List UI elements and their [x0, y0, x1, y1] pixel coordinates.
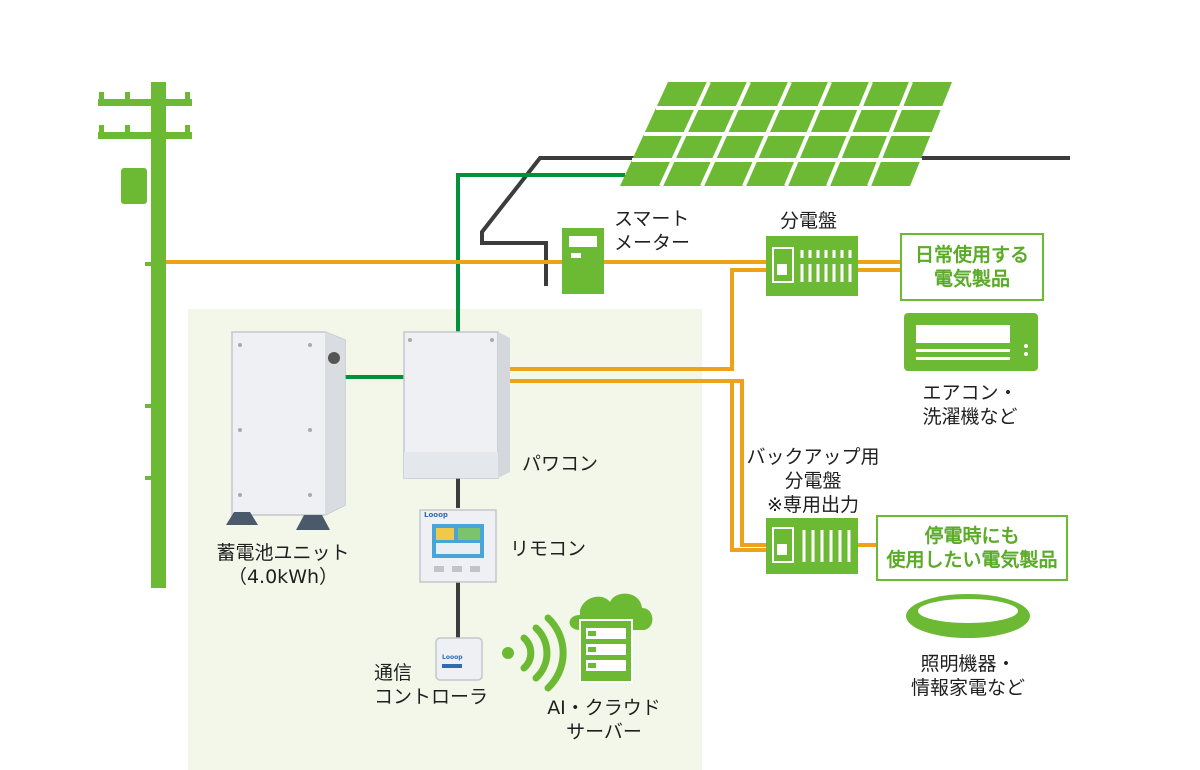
backup-distribution-board-icon: [766, 518, 858, 574]
remote-label: リモコン: [510, 538, 587, 560]
lighting-info-line2: 情報家電など: [910, 677, 1025, 699]
smart-meter-icon: [562, 228, 604, 294]
smart-meter-label: スマート メーター: [614, 207, 690, 255]
controller-brand-logo: Looop: [442, 654, 463, 661]
air-conditioner-icon: [904, 313, 1038, 371]
lighting-info-label: 照明機器・ 情報家電など: [900, 652, 1036, 700]
power-conditioner-label: パワコン: [522, 453, 599, 475]
power-conditioner-icon: [403, 331, 510, 479]
wiring: [166, 156, 1070, 638]
daily-appliances-line2: 電気製品: [933, 268, 1010, 290]
solar-panel-icon: [620, 81, 952, 187]
backup-board-line1: バックアップ用: [746, 446, 880, 468]
wifi-signal-icon: [502, 614, 567, 692]
smart-meter-label-line2: メーター: [614, 232, 691, 254]
outage-appliances-line1: 停電時にも: [924, 525, 1020, 547]
cloud-server-icon: [569, 593, 653, 683]
lighting-info-line1: 照明機器・: [920, 653, 1016, 675]
ac-washer-label: エアコン・ 洗濯機など: [910, 381, 1030, 429]
outage-appliances-box: 停電時にも 使用したい電気製品: [876, 515, 1068, 581]
ac-washer-line2: 洗濯機など: [922, 406, 1018, 428]
backup-board-label: バックアップ用 分電盤 ※専用出力: [746, 445, 880, 517]
remote-controller-icon: [419, 509, 497, 583]
comm-controller-label: 通信 コントローラ: [374, 661, 488, 709]
comm-controller-line1: 通信: [374, 662, 413, 684]
daily-appliances-box: 日常使用する 電気製品: [900, 233, 1044, 301]
communication-controller-icon: [435, 637, 483, 681]
comm-controller-line2: コントローラ: [374, 686, 489, 708]
distribution-board-icon: [766, 236, 858, 296]
outage-appliances-line2: 使用したい電気製品: [886, 549, 1058, 571]
daily-appliances-line1: 日常使用する: [914, 244, 1029, 266]
utility-pole-icon: [98, 82, 192, 588]
battery-unit-line1: 蓄電池ユニット: [216, 542, 350, 564]
remote-brand-logo: Looop: [424, 511, 448, 519]
backup-board-line3: ※専用出力: [767, 494, 859, 516]
battery-unit-label: 蓄電池ユニット （4.0kWh）: [208, 541, 358, 589]
ceiling-light-icon: [906, 594, 1030, 638]
ac-washer-line1: エアコン・: [922, 382, 1018, 404]
ai-cloud-line1: AI・クラウド: [547, 697, 661, 719]
smart-meter-label-line1: スマート: [614, 208, 690, 230]
battery-unit-icon: [226, 331, 346, 530]
backup-board-line2: 分電盤: [784, 470, 842, 492]
ai-cloud-label: AI・クラウド サーバー: [538, 696, 670, 744]
ai-cloud-line2: サーバー: [566, 721, 642, 743]
distribution-board-label: 分電盤: [780, 210, 838, 232]
battery-unit-line2: （4.0kWh）: [227, 566, 339, 588]
